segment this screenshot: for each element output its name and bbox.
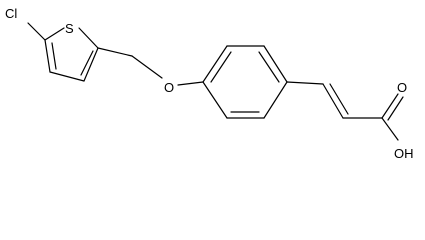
bond-c5-c4: [44, 39, 51, 73]
bond-cl-c5: [27, 22, 46, 41]
ether-oxygen-label: O: [164, 80, 174, 95]
bond-c5-c4-inner: [51, 42, 57, 70]
bond-ar-1: [202, 45, 228, 83]
bond-o-c1prime: [177, 81, 204, 86]
bond-ch2-o: [131, 55, 163, 79]
bond-carboxyl-hydroxyl: [381, 117, 399, 141]
bond-carbonyl-double: [381, 93, 399, 119]
hydroxyl-label: OH: [394, 146, 414, 161]
chlorine-label: Cl: [5, 6, 17, 21]
bond-ar-vinyl: [286, 81, 324, 85]
carbonyl-oxygen-label: O: [397, 80, 407, 95]
bond-ar-3: [263, 45, 288, 83]
bond-ar-6: [202, 81, 228, 119]
bond-carbonyl-double-inner: [387, 96, 404, 121]
bond-c4-c3: [49, 71, 85, 82]
bond-c3-c2-inner: [80, 50, 94, 76]
sulfur-label: S: [65, 21, 74, 36]
bond-c2-ch2: [97, 47, 133, 57]
bond-ar-1-inner: [210, 51, 232, 83]
bond-ar-4: [263, 81, 288, 119]
bond-c5-s1: [44, 27, 65, 41]
molecule-structure: Cl S O O OH: [5, 6, 414, 161]
bond-vinyl-double-inner: [329, 83, 349, 115]
bond-vinyl-double: [322, 83, 344, 119]
bond-ar-3-inner: [258, 51, 280, 83]
bond-s1-c2: [78, 27, 99, 49]
bond-c3-c2: [83, 47, 99, 82]
